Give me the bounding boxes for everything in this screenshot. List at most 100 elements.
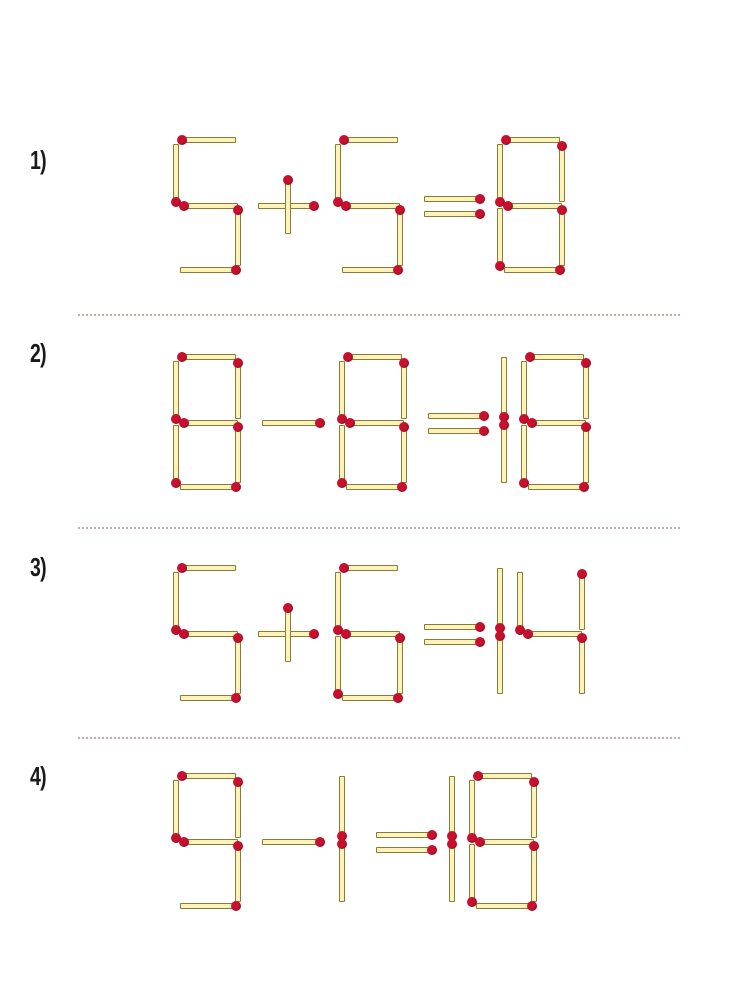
matchstick[interactable] [504, 265, 565, 275]
matchstick[interactable] [177, 352, 236, 362]
matchstick[interactable] [262, 837, 325, 847]
match-head [515, 625, 525, 635]
matchstick[interactable] [529, 841, 539, 902]
matchstick[interactable] [333, 144, 343, 207]
matchstick[interactable] [171, 780, 181, 843]
matchstick[interactable] [179, 418, 238, 428]
matchstick[interactable] [395, 633, 405, 694]
matchstick[interactable] [333, 572, 343, 635]
matchstick[interactable] [467, 780, 477, 843]
matchstick[interactable] [476, 901, 537, 911]
matchstick[interactable] [376, 845, 437, 855]
matchstick[interactable] [177, 563, 236, 573]
matchstick[interactable] [180, 901, 241, 911]
matchstick[interactable] [581, 422, 591, 483]
matchstick[interactable] [428, 411, 489, 421]
matchstick[interactable] [519, 361, 529, 424]
matchstick[interactable] [499, 357, 509, 422]
matchstick[interactable] [171, 572, 181, 635]
matchstick[interactable] [395, 205, 405, 266]
matchstick[interactable] [337, 361, 347, 424]
matchstick[interactable] [495, 208, 505, 271]
matchstick[interactable] [343, 352, 402, 362]
matchstick[interactable] [233, 358, 243, 419]
matchstick[interactable] [475, 837, 534, 847]
match-head [529, 841, 539, 851]
match-head [581, 358, 591, 368]
matchstick[interactable] [180, 693, 241, 703]
matchstick[interactable] [233, 422, 243, 483]
matchstick[interactable] [428, 426, 489, 436]
matchstick[interactable] [557, 141, 567, 202]
match-head [337, 831, 347, 841]
match-head [579, 482, 589, 492]
match-head [475, 637, 485, 647]
matchstick[interactable] [528, 482, 589, 492]
matchstick[interactable] [339, 563, 398, 573]
match-head [231, 265, 241, 275]
matchstick[interactable] [339, 135, 398, 145]
matchstick[interactable] [376, 830, 437, 840]
matchstick[interactable] [557, 205, 567, 266]
match-head [495, 261, 505, 271]
matchstick[interactable] [233, 633, 243, 694]
matchstick[interactable] [525, 352, 584, 362]
matchstick[interactable] [527, 418, 586, 428]
matchstick[interactable] [342, 693, 403, 703]
matchstick[interactable] [179, 201, 238, 211]
match-head [179, 837, 189, 847]
matchstick[interactable] [399, 358, 409, 419]
matchstick[interactable] [262, 418, 325, 428]
matchstick[interactable] [473, 771, 532, 781]
matchstick[interactable] [499, 420, 509, 483]
match-head [345, 418, 355, 428]
matchstick[interactable] [180, 265, 241, 275]
matchstick[interactable] [179, 629, 238, 639]
matchstick[interactable] [424, 194, 485, 204]
matchstick[interactable] [333, 636, 343, 699]
matchstick[interactable] [467, 844, 477, 907]
matchstick[interactable] [171, 425, 181, 488]
matchstick[interactable] [341, 629, 400, 639]
matchstick[interactable] [171, 144, 181, 207]
match-head [171, 197, 181, 207]
matchstick[interactable] [233, 841, 243, 902]
matchstick[interactable] [519, 425, 529, 488]
matchstick[interactable] [179, 837, 238, 847]
matchstick[interactable] [337, 776, 347, 841]
matchstick[interactable] [283, 603, 293, 662]
matchstick[interactable] [233, 205, 243, 266]
matchstick[interactable] [447, 839, 457, 902]
matchstick[interactable] [177, 135, 236, 145]
matchstick[interactable] [501, 135, 560, 145]
match-head [475, 209, 485, 219]
match-head [495, 623, 505, 633]
matchstick[interactable] [341, 201, 400, 211]
matchstick[interactable] [283, 175, 293, 234]
matchstick[interactable] [503, 201, 562, 211]
matchstick[interactable] [523, 629, 582, 639]
match-head [233, 205, 243, 215]
matchstick[interactable] [424, 622, 485, 632]
matchstick[interactable] [233, 777, 243, 838]
matchstick[interactable] [337, 839, 347, 902]
matchstick[interactable] [177, 771, 236, 781]
matchstick[interactable] [577, 569, 587, 630]
matchstick[interactable] [577, 633, 587, 694]
matchstick[interactable] [447, 776, 457, 841]
matchstick[interactable] [424, 637, 485, 647]
matchstick[interactable] [337, 425, 347, 488]
matchstick[interactable] [495, 568, 505, 633]
matchstick[interactable] [399, 422, 409, 483]
matchstick[interactable] [495, 631, 505, 694]
matchstick[interactable] [345, 418, 404, 428]
matchstick[interactable] [171, 361, 181, 424]
matchstick[interactable] [581, 358, 591, 419]
matchstick[interactable] [342, 265, 403, 275]
matchstick[interactable] [180, 482, 241, 492]
matchstick[interactable] [424, 209, 485, 219]
matchstick[interactable] [346, 482, 407, 492]
matchstick[interactable] [495, 144, 505, 207]
matchstick[interactable] [529, 777, 539, 838]
matchstick[interactable] [515, 572, 525, 635]
